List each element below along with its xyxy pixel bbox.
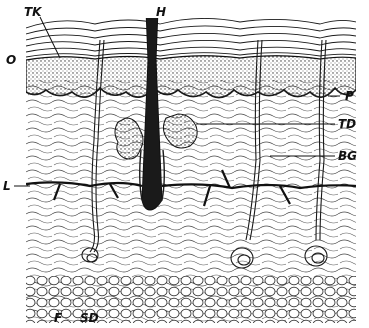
label-f: F (54, 311, 63, 325)
stratum-corneum-layer (26, 18, 356, 57)
label-p: P (345, 89, 354, 103)
label-tk: TK (24, 5, 43, 19)
label-o: O (6, 53, 16, 67)
fat-tissue (26, 276, 356, 326)
epidermis-stippled-layer (26, 56, 356, 98)
label-sd: SD (80, 311, 99, 325)
label-td: TD (338, 117, 356, 131)
label-l: L (3, 179, 11, 193)
label-h: H (156, 5, 166, 19)
label-bg: BG (338, 149, 357, 163)
